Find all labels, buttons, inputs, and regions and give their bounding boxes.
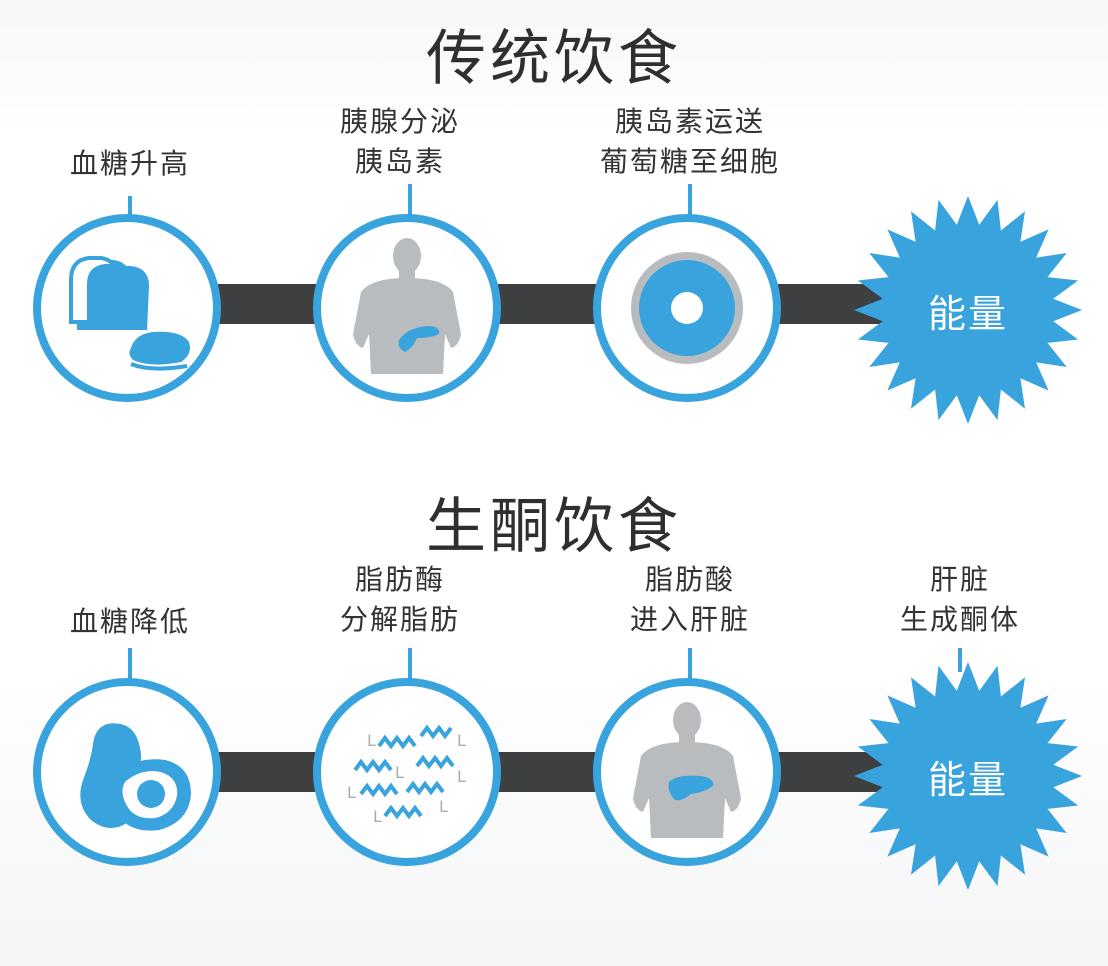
step-circle-pancreas (313, 214, 501, 402)
starburst-icon (854, 196, 1082, 424)
svg-text:L: L (367, 731, 376, 750)
fat-breakdown-icon: L L L L L L L (347, 724, 466, 826)
avocado-icon (80, 723, 191, 831)
svg-text:L: L (439, 797, 448, 816)
step-label-blood-sugar-down: 血糖降低 (69, 605, 190, 638)
step-label-pancreas-secretes-insulin: 胰腺分泌 胰岛素 (339, 105, 460, 178)
energy-label: 能量 (927, 757, 1008, 802)
step-label-lipase-breaks-fat: 脂肪酶 分解脂肪 (339, 563, 460, 636)
starburst-icon (854, 662, 1082, 890)
step-label-fatty-acids-enter-liver: 脂肪酸 进入肝脏 (629, 563, 750, 636)
label-connector (128, 648, 132, 682)
starburst-shape (854, 196, 1082, 424)
body-liver-icon (633, 702, 741, 838)
energy-burst: 能量 (852, 660, 1084, 892)
step-label-blood-sugar-up: 血糖升高 (69, 147, 190, 180)
bread-icon (69, 256, 190, 371)
svg-text:L: L (457, 767, 466, 786)
step-circle-avocado (33, 678, 221, 866)
step-circle-bread (33, 214, 221, 402)
energy-burst: 能量 (852, 194, 1084, 426)
svg-text:L: L (457, 731, 466, 750)
keto-diet-section: 生酮饮食 血糖降低 脂肪酶 分解脂肪 (0, 470, 1108, 966)
starburst-shape (854, 662, 1082, 890)
traditional-diet-section: 传统饮食 血糖升高 胰腺分泌 胰岛素 (0, 0, 1108, 470)
body-pancreas-icon (353, 238, 461, 374)
keto-diet-title: 生酮饮食 (426, 492, 682, 562)
svg-text:L: L (373, 807, 382, 826)
step-label-insulin-transports-glucose: 胰岛素运送 葡萄糖至细胞 (599, 105, 780, 178)
label-connector (688, 184, 692, 218)
svg-text:L: L (395, 763, 404, 782)
svg-text:L: L (347, 783, 356, 802)
traditional-diet-title: 传统饮食 (426, 24, 682, 94)
label-connector (688, 648, 692, 682)
label-connector (958, 648, 962, 672)
label-connector (128, 196, 132, 218)
energy-label: 能量 (927, 291, 1008, 336)
step-circle-liver (593, 678, 781, 866)
step-circle-cell (593, 214, 781, 402)
flow-bar (200, 752, 920, 792)
label-connector (408, 648, 412, 682)
step-circle-fat-breakdown: L L L L L L L (313, 678, 501, 866)
result-label-liver-produces-ketones: 肝脏 生成酮体 (899, 563, 1020, 636)
label-connector (408, 184, 412, 218)
flow-bar (200, 284, 920, 324)
cell-icon (631, 252, 743, 364)
